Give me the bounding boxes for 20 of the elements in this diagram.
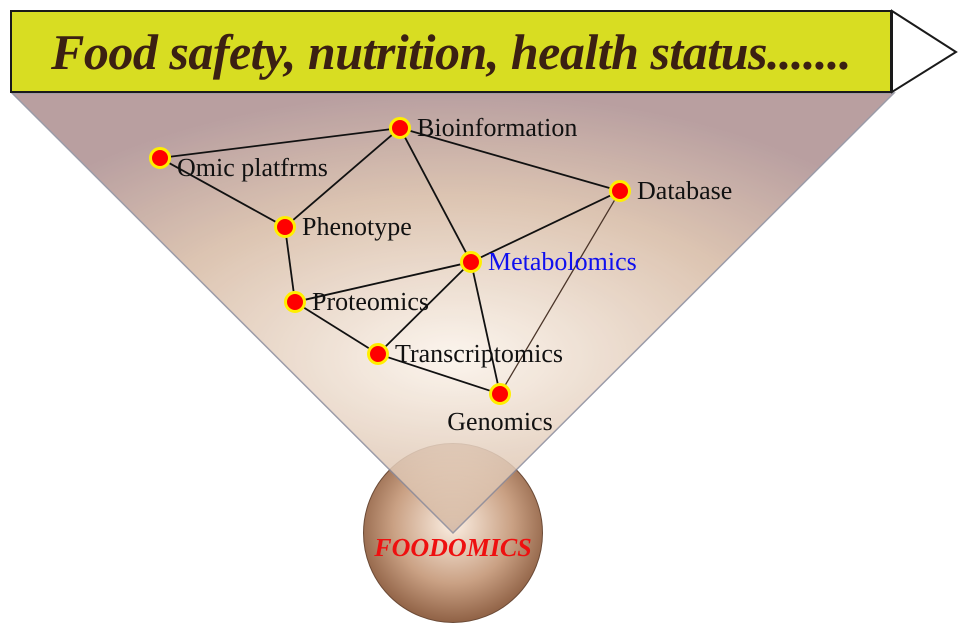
node-label: Database — [637, 178, 732, 204]
node-label: Omic platfrms — [177, 155, 328, 181]
connector-line — [306, 264, 460, 300]
node-label: Phenotype — [302, 214, 412, 240]
banner — [10, 10, 892, 93]
connector-line — [292, 134, 392, 220]
connector-line — [170, 128, 390, 158]
connector-line — [169, 162, 276, 222]
node-label: Bioinformation — [417, 115, 578, 141]
node-label: Genomics — [447, 409, 553, 435]
banner-title: Food safety, nutrition, health status....... — [51, 22, 851, 80]
connector-line — [472, 272, 499, 384]
connector-line — [286, 238, 294, 292]
connector-line — [304, 307, 370, 349]
connector-line — [385, 269, 464, 347]
node-label: Proteomics — [312, 289, 429, 315]
connector-line — [404, 137, 467, 253]
sphere-label: FOODOMICS — [374, 533, 532, 563]
connector-line — [480, 194, 610, 258]
connector-line — [410, 130, 610, 189]
